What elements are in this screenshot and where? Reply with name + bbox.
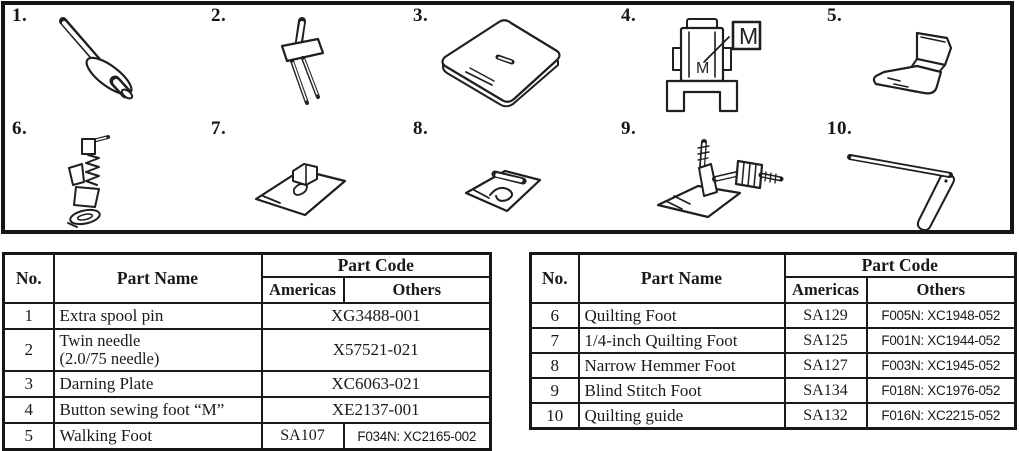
panel-cell-7: 7. <box>204 118 406 230</box>
cell-part-name: Extra spool pin <box>52 302 263 330</box>
cell-code-americas: SA129 <box>783 302 868 329</box>
col-header-americas: Americas <box>260 276 345 304</box>
panel-cell-8: 8. <box>406 118 614 230</box>
m-callout-label: M <box>739 23 758 49</box>
cell-part-name: Blind Stitch Foot <box>577 377 786 404</box>
cell-code-others: F034N: XC2165-002 <box>342 422 492 451</box>
cell-code-others: F018N: XC1976-052 <box>865 377 1017 404</box>
col-header-part-code: Part Code <box>783 252 1017 278</box>
cell-no: 6 <box>529 302 580 329</box>
parts-table-6-10: No. Part Name Part Code Americas Others … <box>529 252 1017 430</box>
cell-code-others: F016N: XC2215-052 <box>865 402 1017 430</box>
cell-part-name: Walking Foot <box>52 422 263 451</box>
cell-code-others: F005N: XC1948-052 <box>865 302 1017 329</box>
table-row: 9 Blind Stitch Foot SA134 F018N: XC1976-… <box>529 377 1017 404</box>
panel-cell-6: 6. <box>5 118 204 230</box>
panel-cell-4: 4. M M <box>614 5 820 118</box>
col-header-part-code: Part Code <box>260 252 492 278</box>
cell-no: 5 <box>2 422 55 451</box>
item-number-label: 7. <box>211 118 227 139</box>
table-row: 1 Extra spool pin XG3488-001 <box>2 302 492 330</box>
table-row: 2 Twin needle (2.0/75 needle) X57521-021 <box>2 328 492 372</box>
darning-plate-illustration <box>441 19 561 108</box>
panel-cell-2: 2. <box>204 5 406 118</box>
table-row: 8 Narrow Hemmer Foot SA127 F003N: XC1945… <box>529 352 1017 379</box>
col-header-others: Others <box>865 276 1017 304</box>
item-number-label: 8. <box>413 118 429 139</box>
table-row: 7 1/4-inch Quilting Foot SA125 F001N: XC… <box>529 327 1017 354</box>
col-header-part-name: Part Name <box>52 252 263 304</box>
cell-code-americas: SA107 <box>260 422 345 451</box>
part-name-line1: Twin needle <box>59 331 141 350</box>
quilting-foot-illustration <box>67 135 110 228</box>
cell-code-americas: SA132 <box>783 402 868 430</box>
twin-needle-illustration <box>280 17 325 105</box>
cell-part-name: Twin needle (2.0/75 needle) <box>52 328 263 372</box>
accessories-diagram-panel: 1. 2. 3. <box>1 1 1014 234</box>
table-row: 6 Quilting Foot SA129 F005N: XC1948-052 <box>529 302 1017 329</box>
cell-no: 1 <box>2 302 55 330</box>
quarter-inch-quilting-foot-illustration <box>254 163 347 217</box>
panel-cell-3: 3. <box>406 5 614 118</box>
table-row: 5 Walking Foot SA107 F034N: XC2165-002 <box>2 422 492 451</box>
item-number-label: 3. <box>413 5 429 26</box>
item-number-label: 2. <box>211 5 227 26</box>
item-number-label: 4. <box>621 5 637 26</box>
cell-part-name: Button sewing foot “M” <box>52 396 263 424</box>
cell-part-name: 1/4-inch Quilting Foot <box>577 327 786 354</box>
part-name-line2: (2.0/75 needle) <box>59 349 160 368</box>
cell-code-others: F001N: XC1944-052 <box>865 327 1017 354</box>
cell-no: 9 <box>529 377 580 404</box>
cell-code-americas: SA125 <box>783 327 868 354</box>
col-header-no: No. <box>2 252 55 304</box>
table-row: 3 Darning Plate XC6063-021 <box>2 370 492 398</box>
parts-table-1-5: No. Part Name Part Code Americas Others … <box>2 252 492 451</box>
cell-part-name: Narrow Hemmer Foot <box>577 352 786 379</box>
panel-cell-9: 9. <box>614 118 820 230</box>
cell-no: 3 <box>2 370 55 398</box>
col-header-no: No. <box>529 252 580 304</box>
extra-spool-pin-illustration <box>59 17 134 100</box>
button-sewing-foot-illustration: M M <box>665 18 762 113</box>
item-number-label: 10. <box>827 118 853 139</box>
cell-part-code: XE2137-001 <box>260 396 492 424</box>
col-header-americas: Americas <box>783 276 868 304</box>
cell-code-americas: SA127 <box>783 352 868 379</box>
panel-cell-1: 1. <box>5 5 204 118</box>
col-header-part-name: Part Name <box>577 252 786 304</box>
cell-part-code: XG3488-001 <box>260 302 492 330</box>
cell-part-code: XC6063-021 <box>260 370 492 398</box>
cell-no: 4 <box>2 396 55 424</box>
cell-no: 7 <box>529 327 580 354</box>
cell-part-code: X57521-021 <box>260 328 492 372</box>
blind-stitch-foot-illustration <box>656 139 784 219</box>
walking-foot-illustration <box>872 31 953 95</box>
panel-cell-10: 10. <box>820 118 1010 232</box>
item-number-label: 5. <box>827 5 843 26</box>
table-row: 10 Quilting guide SA132 F016N: XC2215-05… <box>529 402 1017 430</box>
cell-part-name: Quilting Foot <box>577 302 786 329</box>
foot-mark-m: M <box>696 60 709 77</box>
item-number-label: 1. <box>12 5 28 26</box>
table-row: 4 Button sewing foot “M” XE2137-001 <box>2 396 492 424</box>
narrow-hemmer-foot-illustration <box>464 169 542 213</box>
panel-cell-5: 5. <box>820 5 1010 118</box>
cell-part-name: Darning Plate <box>52 370 263 398</box>
item-number-label: 6. <box>12 118 28 139</box>
cell-no: 8 <box>529 352 580 379</box>
item-number-label: 9. <box>621 118 637 139</box>
col-header-others: Others <box>342 276 492 304</box>
cell-code-americas: SA134 <box>783 377 868 404</box>
cell-part-name: Quilting guide <box>577 402 786 430</box>
cell-code-others: F003N: XC1945-052 <box>865 352 1017 379</box>
quilting-guide-illustration <box>847 154 955 232</box>
m-callout-box <box>731 20 762 51</box>
cell-no: 2 <box>2 328 55 372</box>
cell-no: 10 <box>529 402 580 430</box>
